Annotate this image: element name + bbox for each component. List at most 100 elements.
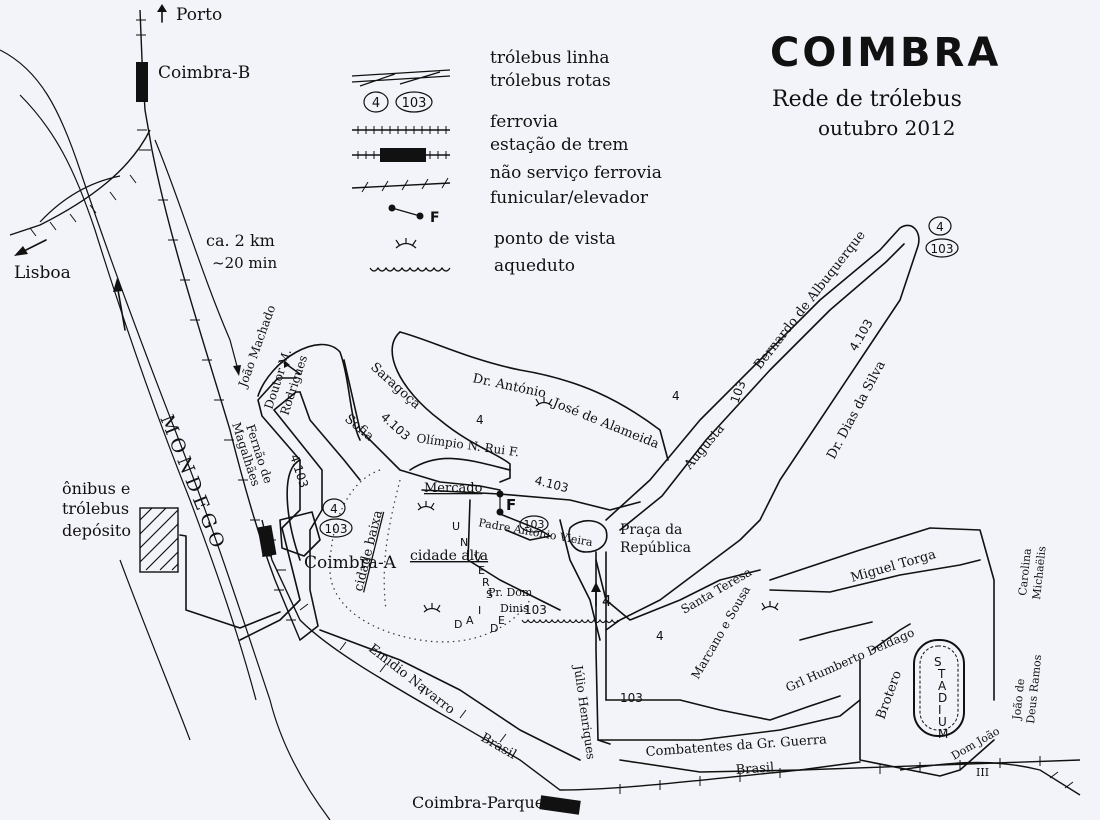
legend-symbol-aqueduct [369, 266, 451, 272]
viewpoint-icon [423, 603, 441, 613]
route-label-4: 4 [476, 413, 484, 427]
street-miguel-torga: Miguel Torga [849, 547, 938, 586]
route-label-4-103: 4.103 [378, 410, 413, 443]
legend-label-train-station: estação de trem [490, 135, 629, 155]
street-brotero: Brotero [874, 669, 905, 722]
legend-badge-4-text: 4 [372, 96, 380, 111]
viewpoint-icon [417, 501, 435, 511]
route-badge-103: 103 [519, 515, 549, 533]
legend-symbol-train-station [352, 148, 450, 162]
legend-label-aqueduct: aqueduto [494, 256, 575, 276]
map-subtitle: Rede de trólebus [772, 87, 962, 112]
street-dom-joao-num: III [976, 766, 989, 779]
route-label-103: 103 [728, 379, 749, 405]
aqueduct [521, 618, 619, 624]
district-boundary [383, 479, 401, 611]
place-praca-1: Praça da [620, 522, 682, 538]
street-dr-antonio: Dr. António [471, 371, 547, 401]
street-jose-alameida: José de Alameida [549, 395, 662, 452]
legend-label-trolleybus-route: trólebus rotas [490, 71, 611, 91]
distance-label: ca. 2 km [206, 231, 275, 250]
viewpoint-icon [761, 601, 779, 611]
svg-text:S: S [934, 655, 942, 669]
svg-text:I: I [478, 604, 481, 617]
station-coimbra-parque [539, 795, 581, 815]
place-lisboa: Lisboa [14, 263, 71, 283]
legend-badge-103: 103 [395, 91, 433, 113]
river-mondego [0, 49, 331, 820]
street-joao-deus: João de [1010, 678, 1027, 721]
street-brasil-1: Brasil [735, 760, 774, 778]
svg-text:R: R [482, 576, 490, 589]
svg-text:U: U [452, 520, 460, 533]
svg-text:103: 103 [931, 242, 954, 256]
svg-text:M: M [938, 727, 948, 741]
arrow-up-icon [591, 582, 601, 607]
svg-text:4: 4 [330, 502, 338, 516]
map-title: COIMBRA [770, 30, 1001, 76]
station-coimbra-a [257, 525, 277, 557]
place-mercado: Mercado [424, 481, 483, 496]
place-coimbra-parque: Coimbra-Parque [412, 793, 544, 812]
street-combatentes: Combatentes da Gr. Guerra [645, 732, 827, 760]
place-universidade: U N I V E R S I D A D E [452, 520, 505, 635]
svg-text:D: D [938, 691, 947, 705]
arrow-up-icon [113, 278, 126, 331]
depot-label-3: depósito [62, 521, 131, 540]
legend-label-disused-railway: não serviço ferrovia [490, 163, 662, 183]
depot [139, 507, 281, 629]
route-badge-103: 103 [319, 518, 353, 538]
legend-symbol-trolleybus-line [351, 69, 451, 87]
legend-label-funicular: funicular/elevador [490, 188, 649, 208]
legend: trólebus linha trólebus rotas 4 103 ferr… [351, 48, 662, 276]
svg-text:I: I [466, 548, 469, 561]
street-michaelis: Michaëlis [1030, 545, 1049, 600]
arrow-up-icon [157, 4, 167, 23]
route-label-103: 103 [620, 691, 643, 705]
legend-badge-103-text: 103 [402, 96, 427, 111]
place-praca-2: República [620, 540, 691, 556]
legend-label-trolleybus-line: trólebus linha [490, 48, 610, 68]
svg-text:103: 103 [524, 518, 545, 531]
station-coimbra-b [136, 62, 148, 102]
street-carolina: Carolina [1016, 547, 1034, 596]
place-coimbra-b: Coimbra-B [158, 63, 250, 83]
stadium [913, 639, 965, 737]
street-dias-silva: Dr. Dias da Silva [824, 358, 889, 462]
route-label-4: 4 [672, 389, 680, 403]
svg-text:A: A [938, 679, 947, 693]
svg-text:I: I [938, 703, 942, 717]
svg-text:S: S [486, 588, 493, 601]
route-label-103: 103 [524, 603, 547, 617]
place-coimbra-a: Coimbra-A [304, 553, 397, 573]
legend-symbol-disused-railway [351, 177, 451, 193]
main-railway [9, 9, 301, 641]
street-dinis: Dinis [500, 602, 529, 615]
legend-symbol-funicular: F [388, 204, 440, 226]
arrow-left-icon [284, 360, 301, 375]
district-boundary [329, 469, 531, 643]
svg-text:E: E [498, 614, 505, 627]
svg-text:V: V [474, 552, 482, 565]
street-olimpio: Olímpio N. Rui F. [416, 431, 520, 459]
legend-symbol-railway [352, 126, 450, 134]
svg-text:N: N [460, 536, 468, 549]
route-label-4: 4 [602, 592, 612, 610]
river-label: MONDEGO [155, 412, 230, 556]
street-bernardo: Bernardo de Albuquerque [751, 228, 869, 373]
route-badge-4: 4 [928, 216, 952, 236]
place-cidade-baixa: cidade baixa [351, 509, 386, 593]
route-label-4-103: 4.103 [533, 473, 570, 495]
time-label: ~20 min [212, 254, 277, 272]
svg-text:D: D [454, 618, 462, 631]
viewpoint-icon [535, 397, 553, 407]
legend-funicular-letter: F [430, 210, 440, 226]
route-badge-103: 103 [925, 238, 959, 258]
stadium-label: S T A D I U M [934, 655, 948, 741]
street-emidio: Emídio Navarro [366, 641, 458, 718]
svg-text:4: 4 [936, 220, 944, 234]
place-porto: Porto [176, 5, 222, 25]
street-julio: Júlio Henriques [571, 662, 598, 760]
svg-text:D: D [490, 622, 498, 635]
legend-badge-4: 4 [363, 91, 389, 113]
